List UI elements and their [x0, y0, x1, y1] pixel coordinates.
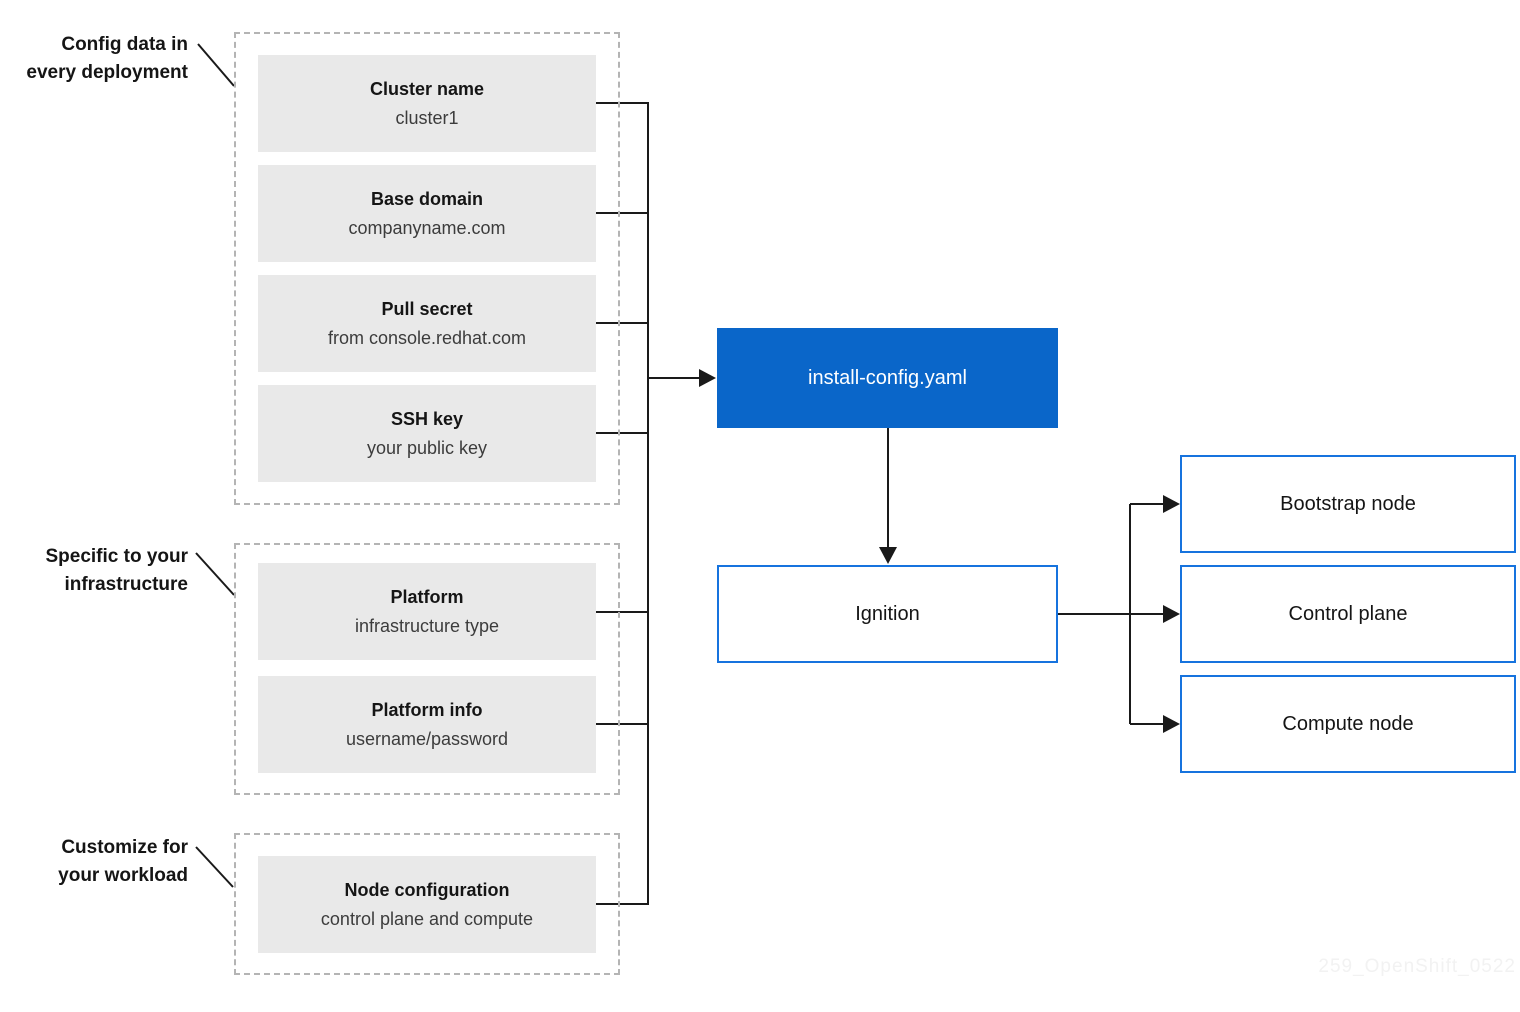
install-config-yaml-box: install-config.yaml	[717, 328, 1058, 428]
config-item-base-domain: Base domain companyname.com	[258, 165, 596, 262]
config-item-subtitle: your public key	[366, 437, 488, 458]
config-box-connectors	[596, 102, 649, 905]
annotation-leader-lines	[195, 43, 235, 888]
config-item-subtitle: companyname.com	[348, 217, 506, 238]
config-item-platform: Platform infrastructure type	[258, 563, 596, 660]
arrows-ignition-to-nodes	[1058, 495, 1180, 733]
config-item-title: Cluster name	[369, 78, 485, 99]
config-item-title: Platform	[390, 586, 464, 607]
config-item-subtitle: username/password	[345, 728, 509, 749]
config-item-node-configuration: Node configuration control plane and com…	[258, 856, 596, 953]
config-item-subtitle: control plane and compute	[320, 908, 534, 929]
group-infrastructure: Platform infrastructure type Platform in…	[234, 543, 620, 795]
annotation-config-data: Config data in every deployment	[26, 34, 188, 83]
config-item-title: Platform info	[371, 699, 483, 720]
bootstrap-node-box: Bootstrap node	[1180, 455, 1516, 553]
group-workload: Node configuration control plane and com…	[234, 833, 620, 975]
arrow-install-config-to-ignition	[879, 428, 897, 564]
ignition-box: Ignition	[717, 565, 1058, 663]
config-item-title: Node configuration	[344, 879, 510, 900]
config-item-platform-info: Platform info username/password	[258, 676, 596, 773]
config-item-title: SSH key	[390, 408, 464, 429]
group-config-data: Cluster name cluster1 Base domain compan…	[234, 32, 620, 505]
config-item-ssh-key: SSH key your public key	[258, 385, 596, 482]
config-item-subtitle: infrastructure type	[354, 615, 500, 636]
config-item-subtitle: from console.redhat.com	[327, 327, 527, 348]
control-plane-box: Control plane	[1180, 565, 1516, 663]
compute-node-box: Compute node	[1180, 675, 1516, 773]
arrow-to-install-config	[648, 369, 716, 387]
config-item-subtitle: cluster1	[395, 107, 459, 128]
config-item-cluster-name: Cluster name cluster1	[258, 55, 596, 152]
annotation-infrastructure: Specific to your infrastructure	[45, 546, 188, 595]
annotation-workload: Customize for your workload	[58, 837, 188, 886]
config-item-title: Base domain	[370, 188, 484, 209]
figure-watermark: 259_OpenShift_0522	[1318, 956, 1516, 977]
config-item-title: Pull secret	[381, 298, 473, 319]
config-item-pull-secret: Pull secret from console.redhat.com	[258, 275, 596, 372]
